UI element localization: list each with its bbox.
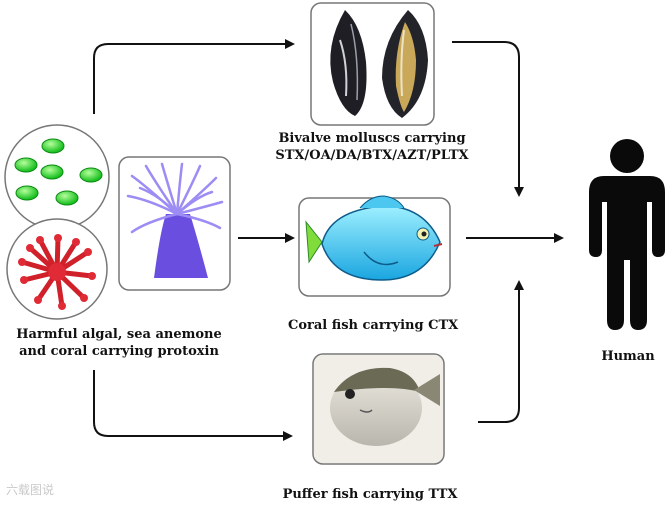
bivalve-mussel-icon <box>310 2 435 126</box>
green-algae-icon <box>4 124 110 230</box>
arrow-bivalve-to-merge <box>452 41 524 197</box>
arrow-to-bivalve <box>93 39 295 114</box>
bivalve-label: Bivalve molluscs carrying STX/OA/DA/BTX/… <box>268 130 476 164</box>
arrow-puffer-to-merge <box>478 280 524 423</box>
human-icon <box>589 139 665 330</box>
coral-fish-label: Coral fish carrying CTX <box>288 318 459 333</box>
sources-label-line1: Harmful algal, sea anemone <box>16 327 222 342</box>
sources-label-line2: and coral carrying protoxin <box>19 344 219 359</box>
bivalve-label-line1: Bivalve molluscs carrying <box>278 131 466 146</box>
puffer-fish-label: Puffer fish carrying TTX <box>282 487 458 502</box>
watermark: 六载图说 <box>6 483 55 497</box>
sources-label: Harmful algal, sea anemone and coral car… <box>6 326 232 360</box>
arrow-to-puffer <box>93 370 293 441</box>
coral-fish-icon <box>298 195 451 297</box>
human-label: Human <box>601 349 655 364</box>
flow-arrows <box>93 39 564 441</box>
bivalve-label-line2: STX/OA/DA/BTX/AZT/PLTX <box>275 148 469 163</box>
sea-anemone-icon <box>118 156 231 291</box>
puffer-fish-icon <box>312 353 445 465</box>
red-coral-icon <box>6 218 108 320</box>
